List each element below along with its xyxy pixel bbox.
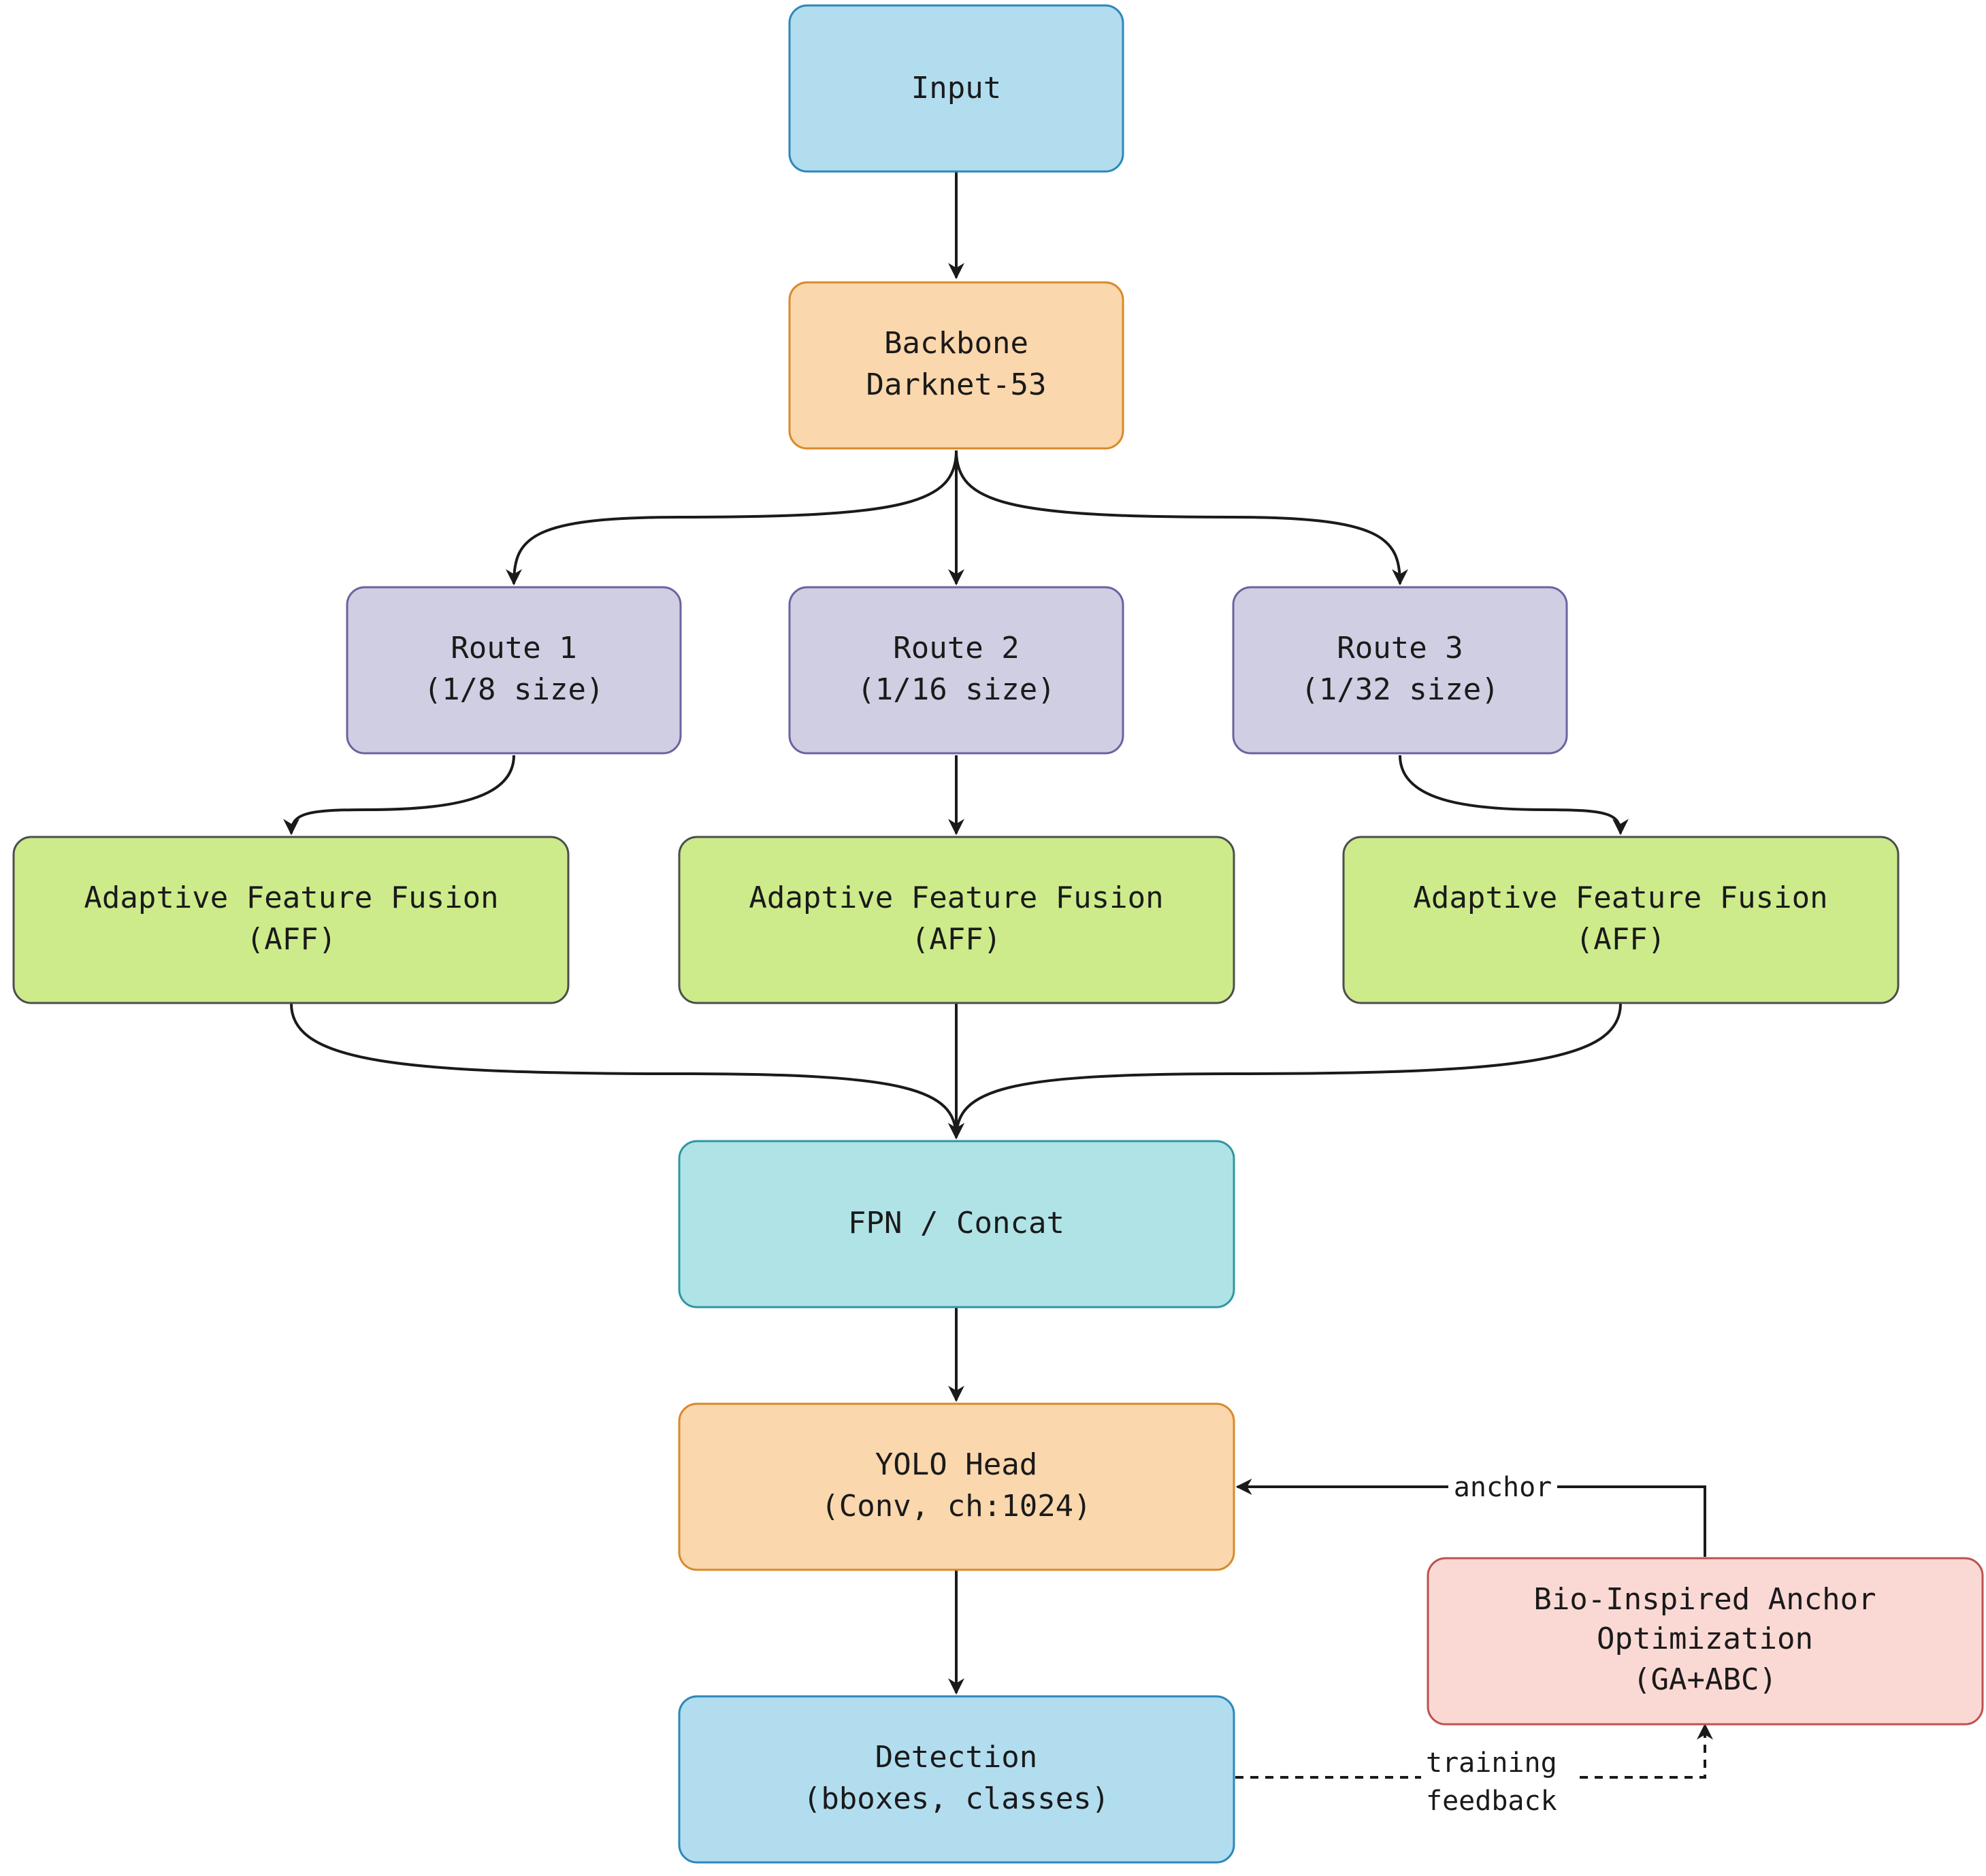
edge-detection-bioanchor bbox=[1235, 1723, 1713, 1779]
edge-aff1-fpn bbox=[290, 1003, 964, 1140]
edge-aff3-fpn bbox=[948, 1003, 1622, 1140]
node-route1: Route 1 (1/8 size) bbox=[346, 586, 682, 755]
edge-label-bg bbox=[1448, 1470, 1557, 1504]
edge-backbone-route3 bbox=[955, 450, 1408, 586]
edge-label-training: training bbox=[1426, 1747, 1557, 1779]
node-bio-anchor-line-1: Bio-Inspired Anchor bbox=[1533, 1582, 1876, 1617]
edge-label-feedback: feedback bbox=[1426, 1786, 1557, 1817]
node-yolo-head: YOLO Head (Conv, ch:1024) bbox=[678, 1402, 1235, 1571]
node-fpn-label: FPN / Concat bbox=[848, 1206, 1064, 1240]
node-input: Input bbox=[788, 4, 1124, 173]
edge-route1-aff1 bbox=[283, 755, 515, 836]
node-route1-line-1: Route 1 bbox=[451, 631, 576, 665]
node-route2-line-2: (1/16 size) bbox=[857, 672, 1055, 707]
node-aff1-line-1: Adaptive Feature Fusion bbox=[84, 881, 498, 915]
edges bbox=[283, 171, 1713, 1779]
node-bio-anchor-line-2: Optimization bbox=[1597, 1622, 1813, 1656]
node-yolo-head-line-1: YOLO Head bbox=[875, 1447, 1037, 1482]
node-aff2: Adaptive Feature Fusion (AFF) bbox=[678, 836, 1235, 1004]
node-route3-line-1: Route 3 bbox=[1337, 631, 1463, 665]
node-backbone-line-2: Darknet-53 bbox=[866, 367, 1047, 402]
node-route2-line-1: Route 2 bbox=[893, 631, 1019, 665]
node-yolo-head-line-2: (Conv, ch:1024) bbox=[821, 1489, 1091, 1524]
node-aff2-line-1: Adaptive Feature Fusion bbox=[749, 881, 1163, 915]
node-aff1-line-2: (AFF) bbox=[246, 922, 336, 957]
node-aff3-line-1: Adaptive Feature Fusion bbox=[1413, 881, 1827, 915]
node-input-label: Input bbox=[911, 71, 1001, 105]
edge-label-bg bbox=[1421, 1747, 1578, 1815]
node-route3-line-2: (1/32 size) bbox=[1301, 672, 1499, 707]
node-route3: Route 3 (1/32 size) bbox=[1232, 586, 1568, 755]
edge-label-anchor: anchor bbox=[1454, 1472, 1552, 1503]
node-detection: Detection (bboxes, classes) bbox=[678, 1695, 1235, 1864]
node-route2: Route 2 (1/16 size) bbox=[788, 586, 1124, 755]
node-aff1: Adaptive Feature Fusion (AFF) bbox=[12, 836, 570, 1004]
node-detection-line-1: Detection bbox=[875, 1740, 1037, 1775]
node-aff3: Adaptive Feature Fusion (AFF) bbox=[1342, 836, 1900, 1004]
node-route1-line-2: (1/8 size) bbox=[424, 672, 604, 707]
node-detection-line-2: (bboxes, classes) bbox=[803, 1781, 1109, 1816]
node-backbone: Backbone Darknet-53 bbox=[788, 281, 1124, 450]
edge-bioanchor-yolohead bbox=[1235, 1479, 1706, 1557]
edge-backbone-route1 bbox=[506, 450, 958, 586]
edge-route3-aff3 bbox=[1399, 755, 1629, 836]
edge-labels: anchor training feedback bbox=[1421, 1470, 1578, 1817]
node-bio-anchor-line-3: (GA+ABC) bbox=[1633, 1662, 1777, 1697]
node-aff3-line-2: (AFF) bbox=[1576, 922, 1665, 957]
node-aff2-line-2: (AFF) bbox=[911, 922, 1001, 957]
node-backbone-line-1: Backbone bbox=[884, 326, 1028, 361]
node-fpn: FPN / Concat bbox=[678, 1140, 1235, 1309]
node-bio-anchor: Bio-Inspired Anchor Optimization (GA+ABC… bbox=[1427, 1557, 1984, 1726]
